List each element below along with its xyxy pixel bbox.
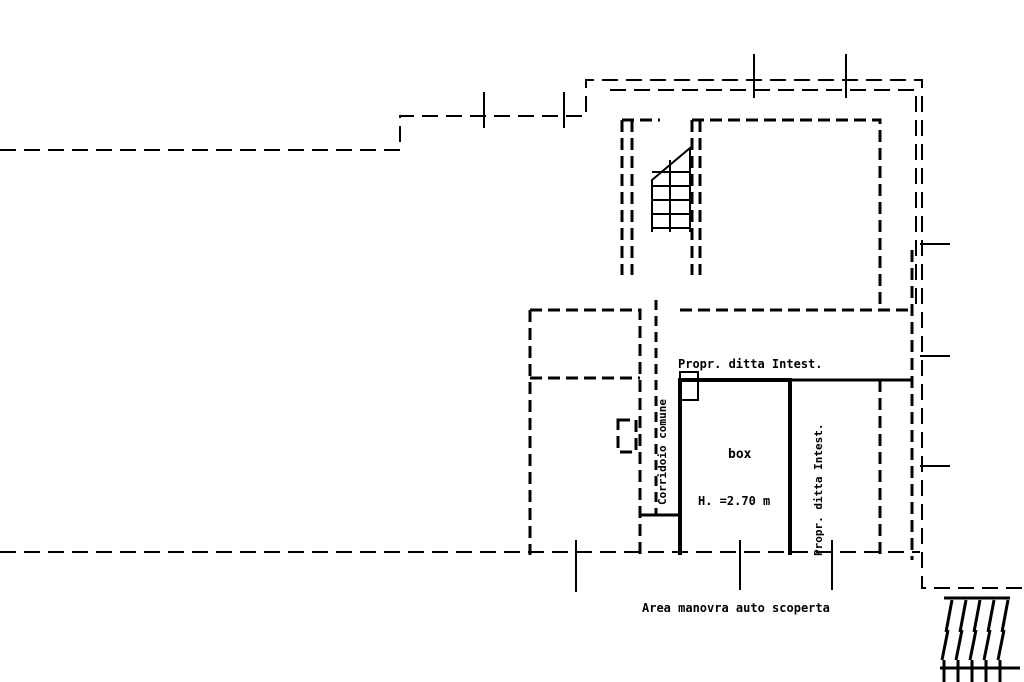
property-boundary <box>0 79 1024 589</box>
box-room <box>678 371 912 555</box>
staircase <box>651 145 691 232</box>
left-rooms <box>528 308 642 555</box>
right-rooms <box>680 250 914 560</box>
label-area-manovra: Area manovra auto scoperta <box>642 601 830 615</box>
upper-building <box>620 118 882 310</box>
corridor-walls <box>640 300 680 517</box>
label-corridoio: Corridoio comune <box>656 399 669 505</box>
label-proprieta-top: Propr. ditta Intest. <box>678 357 823 371</box>
hatched-area <box>940 596 1020 682</box>
section-ticks <box>483 54 950 592</box>
label-height: H. =2.70 m <box>698 494 770 508</box>
label-proprieta-side: Propr. ditta Intest. <box>812 424 825 556</box>
label-box: box <box>728 447 752 462</box>
